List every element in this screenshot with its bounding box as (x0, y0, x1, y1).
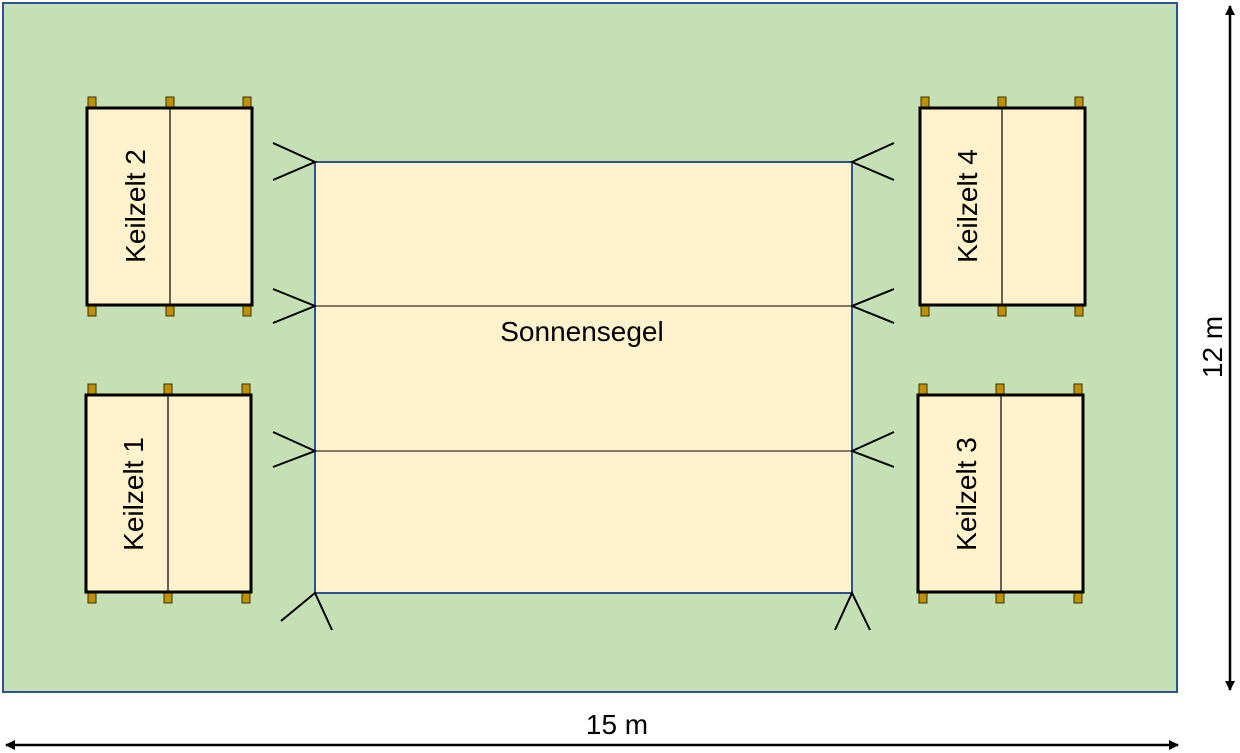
tent-label: Keilzelt 2 (120, 149, 151, 263)
anchor-icon (849, 142, 895, 181)
anchor-icon (272, 288, 318, 324)
tent-4: Keilzelt 4 (918, 96, 1087, 317)
tent-2: Keilzelt 2 (85, 96, 254, 317)
anchor-icon (849, 431, 895, 468)
width-label: 15 m (586, 709, 648, 740)
height-dimension: 12 m (1197, 5, 1235, 691)
tent-1: Keilzelt 1 (84, 383, 253, 604)
sun-sail: Sonnensegel (314, 161, 853, 594)
anchor-icon (280, 591, 333, 631)
anchor-icon (272, 431, 318, 468)
width-dimension: 15 m (5, 709, 1179, 750)
anchor-icon (849, 288, 895, 324)
guy-line-anchors (272, 142, 895, 631)
tent-label: Keilzelt 3 (951, 437, 982, 551)
tent-label: Keilzelt 1 (118, 437, 149, 551)
anchor-icon (834, 590, 871, 631)
tent-3: Keilzelt 3 (916, 383, 1085, 604)
tent-label: Keilzelt 4 (952, 149, 983, 263)
height-label: 12 m (1197, 316, 1228, 378)
anchor-icon (272, 142, 318, 181)
sail-label: Sonnensegel (500, 316, 663, 347)
